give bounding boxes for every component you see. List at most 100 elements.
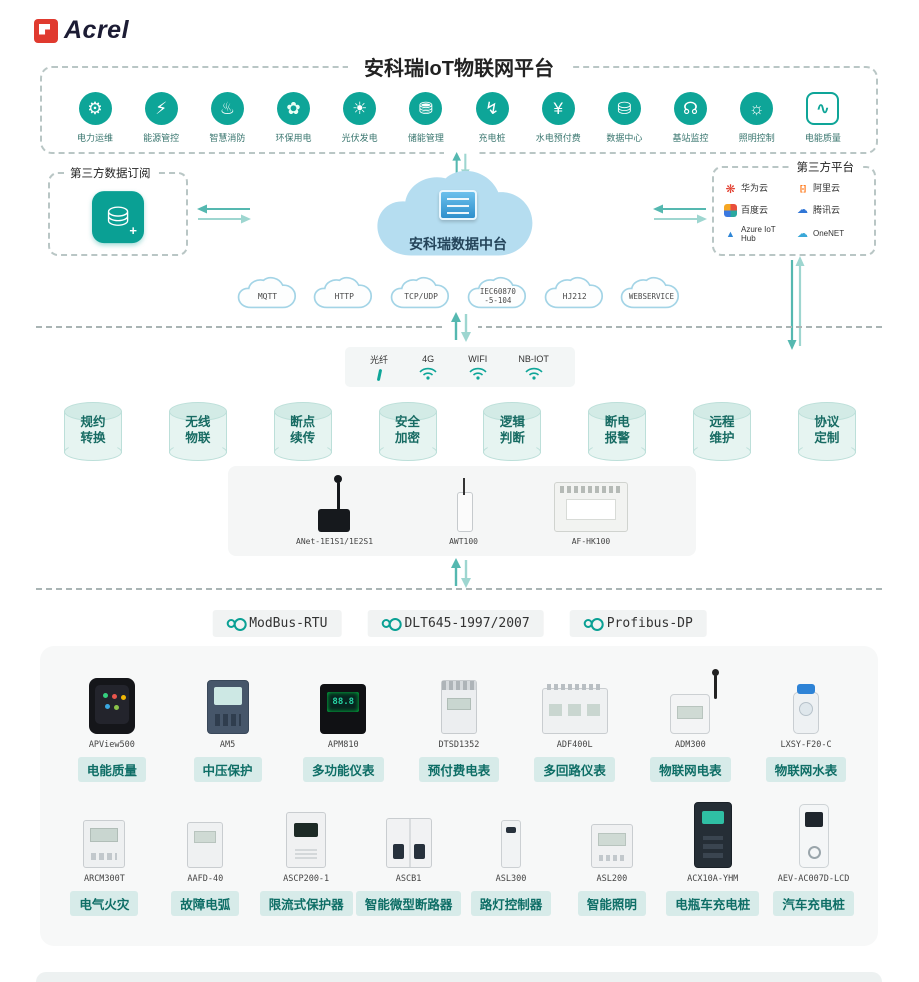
- device-category-chip: 智能微型断路器: [355, 891, 462, 916]
- gateway-devices-box: ANet-1E1S1/1E2S1 AWT100 AF-HK100: [228, 466, 696, 556]
- third-party-platforms-box: 第三方平台 华为云 阿里云 百度云 腾讯云 Azure IoT Hub OneN…: [712, 159, 876, 256]
- capability-label: 规约 转换: [80, 415, 106, 446]
- wifi-icon: [525, 367, 543, 380]
- capability-cylinder: 安全 加密: [378, 402, 437, 461]
- wifi-icon: [419, 367, 437, 380]
- acrel-logo-icon: [34, 18, 58, 43]
- app-item-storage: 储能管理: [397, 92, 455, 144]
- transport-protocols-row: MQTT HTTP TCP/UDP IEC60870 -5-104 HJ212 …: [234, 276, 686, 314]
- smart-fire-icon: [210, 92, 244, 125]
- protocol-cloud-http: HTTP: [310, 276, 378, 314]
- acx10a-image: [693, 802, 732, 868]
- capability-cylinder: 断电 报警: [588, 402, 647, 461]
- antenna-icon: [712, 669, 720, 699]
- devices-row-2: ARCM300T 电气火灾 AAFD-40 故障电弧 ASCP200-1 限流式…: [40, 798, 878, 916]
- capability-label: 安全 加密: [395, 415, 421, 446]
- anet-gateway-image: [313, 475, 357, 532]
- section-divider: [36, 588, 882, 590]
- power-ops-icon: [78, 92, 112, 125]
- protocol-cloud-webservice: WEBSERVICE: [617, 276, 685, 314]
- device-aafd-40: AAFD-40 故障电弧: [155, 798, 256, 916]
- device-category-chip: 中压保护: [193, 757, 262, 782]
- capability-cylinder: 规约 转换: [64, 402, 122, 461]
- conn-wifi: WIFI: [468, 354, 487, 380]
- device-adf400l: ADF400L 多回路仪表: [523, 664, 627, 782]
- device-acx10a-yhm: ACX10A-YHM 电瓶车充电桩: [662, 798, 763, 916]
- device-category-chip: 电能质量: [77, 757, 146, 782]
- gateway-afhk100: AF-HK100: [553, 476, 628, 546]
- third-party-title: 第三方平台: [790, 159, 860, 175]
- aev-charger-image: [798, 804, 829, 868]
- left-data-flow-arrows-icon: [196, 204, 252, 229]
- protocol-label: MQTT: [257, 292, 278, 302]
- link-icon: [583, 618, 604, 631]
- capability-label: 逻辑 判断: [499, 415, 525, 446]
- device-asl300: ASL300 路灯控制器: [461, 798, 562, 916]
- app-label: 环保用电: [275, 133, 312, 143]
- gateway-awt100: AWT100: [449, 476, 478, 546]
- app-item-smart-fire: 智慧消防: [198, 92, 256, 144]
- conn-4g: 4G: [419, 354, 437, 380]
- device-aev-ac007d: AEV-AC007D-LCD 汽车充电桩: [763, 798, 864, 916]
- app-label: 数据中心: [606, 133, 643, 143]
- app-label: 智慧消防: [209, 133, 246, 143]
- asl300-image: [501, 820, 521, 868]
- capability-cylinder: 远程 维护: [693, 402, 752, 461]
- field-protocols-row: ModBus-RTU DLT645-1997/2007 Profibus-DP: [212, 610, 707, 637]
- power-quality-icon: [806, 92, 840, 125]
- cloud-shape-icon: [377, 170, 533, 256]
- gateway-model: AWT100: [449, 537, 478, 546]
- prepaid-utility-icon: [541, 92, 575, 125]
- platform-label: 腾讯云: [813, 204, 841, 215]
- app-label: 充电桩: [478, 133, 506, 143]
- device-apm810: APM810 多功能仪表: [291, 664, 395, 782]
- pv-generation-icon: [343, 92, 377, 125]
- dtsd1352-image: [440, 680, 477, 734]
- device-category-chip: 电气火灾: [70, 891, 139, 916]
- capability-label: 无线 物联: [185, 415, 211, 446]
- data-center-icon: [607, 92, 641, 125]
- energy-storage-icon: [409, 92, 443, 125]
- capability-cylinder: 逻辑 判断: [483, 402, 542, 461]
- protocol-label: HJ212: [562, 292, 587, 302]
- energy-control-icon: [144, 92, 178, 125]
- platform-huawei: 华为云: [724, 182, 792, 195]
- app-item-power-quality: 电能质量: [794, 92, 852, 144]
- protocol-label: IEC60870 -5-104: [479, 287, 516, 305]
- device-model: AM5: [219, 740, 236, 750]
- platform-label: Azure IoT Hub: [741, 225, 776, 243]
- azure-iot-hub-icon: [724, 228, 737, 241]
- platform-label: 华为云: [741, 182, 769, 193]
- device-model: ASL300: [495, 874, 527, 884]
- device-ascb1: ASCB1 智能微型断路器: [355, 798, 462, 916]
- next-section-edge: [36, 972, 882, 982]
- protocol-label: TCP/UDP: [404, 292, 438, 302]
- link-icon: [226, 618, 247, 631]
- device-model: ARCM300T: [83, 874, 125, 884]
- device-model: ASCB1: [395, 874, 422, 884]
- capability-cylinder: 断点 续传: [273, 402, 332, 461]
- data-hub-label: 安科瑞数据中台: [409, 236, 507, 252]
- capability-label: 协议 定制: [814, 415, 840, 446]
- page-title: 安科瑞IoT物联网平台: [348, 52, 570, 81]
- brand-logo: Acrel: [34, 16, 129, 45]
- capabilities-row: 规约 转换 无线 物联 断点 续传 安全 加密 逻辑 判断 断电 报警 远程 维…: [64, 402, 856, 461]
- fiber-icon: [376, 368, 382, 382]
- device-category-chip: 物联网电表: [650, 757, 731, 782]
- end-devices-panel: APView500 电能质量 AM5 中压保护 APM810 多功能仪表 DTS…: [40, 646, 878, 946]
- app-label: 电力运维: [76, 133, 113, 143]
- protocol-cloud-iec60870: IEC60870 -5-104: [464, 276, 532, 314]
- apm810-image: [320, 684, 367, 734]
- device-category-chip: 多功能仪表: [302, 757, 384, 782]
- huawei-cloud-icon: [724, 182, 737, 195]
- eco-power-icon: [277, 92, 311, 125]
- device-adm300: ADM300 物联网电表: [638, 664, 742, 782]
- device-model: APView500: [88, 740, 135, 750]
- device-model: ACX10A-YHM: [687, 874, 739, 884]
- device-lxsy-f20-c: LXSY-F20-C 物联网水表: [754, 664, 858, 782]
- device-category-chip: 限流式保护器: [259, 891, 353, 916]
- asl200-image: [590, 824, 633, 868]
- capability-cylinder: 协议 定制: [797, 402, 856, 461]
- app-item-power-ops: 电力运维: [66, 92, 124, 144]
- aafd40-image: [187, 822, 224, 868]
